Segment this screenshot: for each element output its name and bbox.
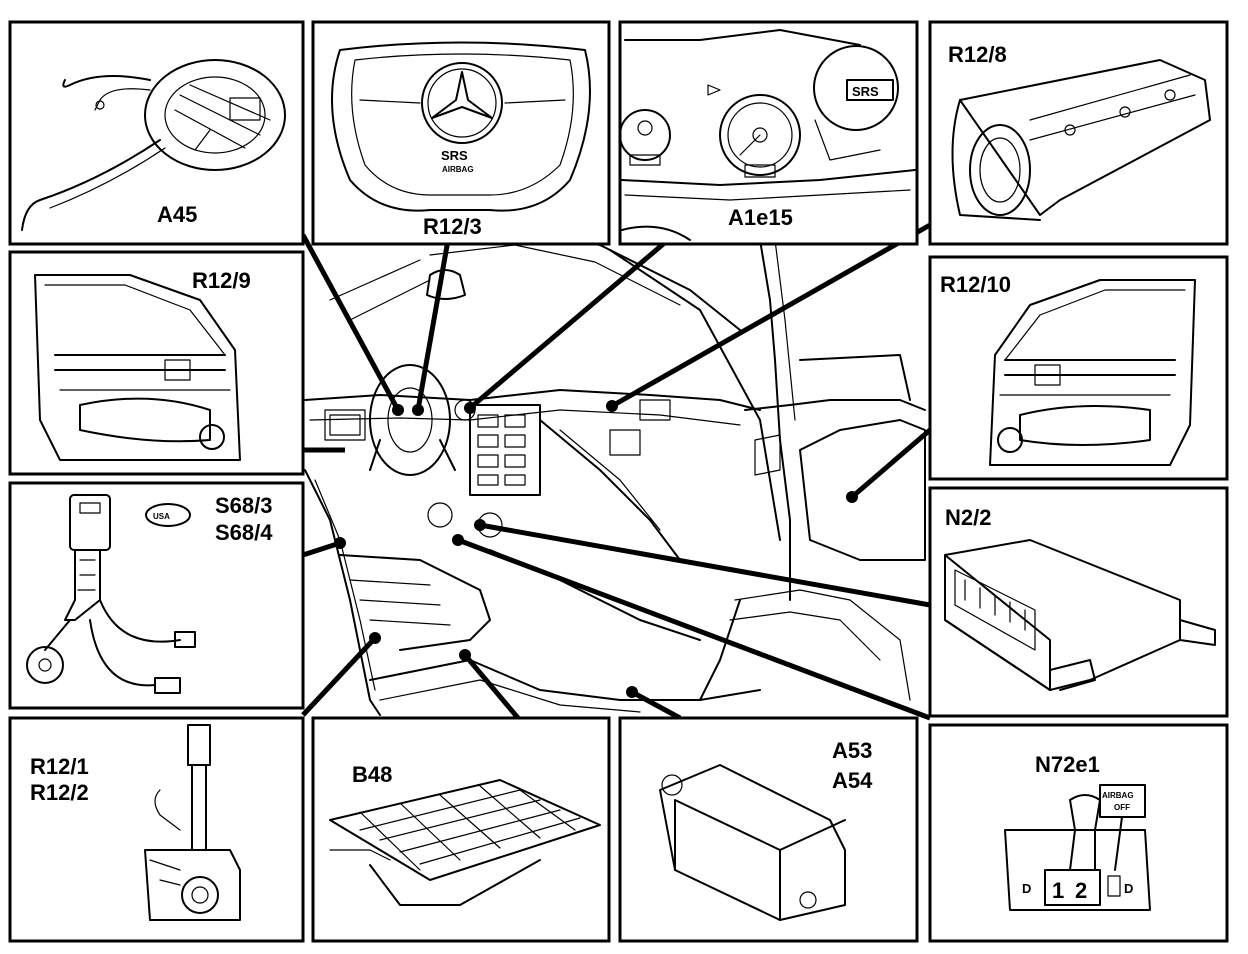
label-r12-8: R12/8: [948, 42, 1007, 67]
panel-a1e15: SRS A1e15: [618, 20, 919, 246]
airbag-off-marking-2: OFF: [1114, 803, 1130, 812]
a45-location-dot: [392, 404, 404, 416]
panel-r12-1: R12/1 R12/2: [8, 716, 305, 943]
leader-lines: [300, 222, 932, 721]
b48-location-dot: [459, 649, 471, 661]
panel-b48: B48: [311, 716, 611, 943]
panel-n2-2: N2/2: [928, 486, 1229, 718]
gear-2-marking: 2: [1075, 878, 1087, 903]
label-a45: A45: [157, 202, 197, 227]
label-a53: A53: [832, 738, 872, 763]
label-b48: B48: [352, 762, 392, 787]
gear-d-right-marking: D: [1124, 881, 1133, 896]
label-n2-2: N2/2: [945, 505, 991, 530]
panel-r12-9: R12/9: [8, 250, 305, 476]
r12-8-location-dot: [606, 400, 618, 412]
panel-r12-3: SRS AIRBAG R12/3: [311, 20, 611, 246]
label-s68-4: S68/4: [215, 520, 273, 545]
srs-marking: SRS: [441, 148, 468, 163]
label-r12-9: R12/9: [192, 268, 251, 293]
label-n72e1: N72e1: [1035, 752, 1100, 777]
a1e15-location-dot: [464, 402, 476, 414]
panel-r12-8: R12/8: [928, 20, 1229, 246]
usa-marking: USA: [153, 512, 170, 521]
label-r12-10: R12/10: [940, 272, 1011, 297]
label-a54: A54: [832, 768, 873, 793]
n72e1-location-dot: [452, 534, 464, 546]
airbag-marking: AIRBAG: [442, 165, 474, 174]
a53-location-dot: [626, 686, 638, 698]
n2-2-location-dot: [474, 519, 486, 531]
label-r12-3: R12/3: [423, 214, 482, 239]
label-a1e15: A1e15: [728, 205, 793, 230]
vehicle-interior-drawing: [304, 229, 926, 716]
gear-d-left-marking: D: [1022, 881, 1031, 896]
panel-n72e1: 1 2 D D AIRBAG OFF N72e1: [928, 723, 1229, 943]
cluster-srs-marking: SRS: [852, 84, 879, 99]
airbag-off-marking-1: AIRBAG: [1102, 791, 1134, 800]
r12-3-location-dot: [412, 404, 424, 416]
label-r12-1: R12/1: [30, 754, 89, 779]
panel-a53: A53 A54: [618, 716, 919, 943]
gear-1-marking: 1: [1052, 878, 1064, 903]
s68-location-dot: [334, 537, 346, 549]
r12-1-location-dot: [369, 632, 381, 644]
panel-r12-10: R12/10: [928, 255, 1229, 481]
panel-a45: A45: [8, 20, 305, 246]
r12-10-location-dot: [846, 491, 858, 503]
panel-s68: USA S68/3 S68/4: [8, 481, 305, 710]
label-s68-3: S68/3: [215, 493, 273, 518]
label-r12-2: R12/2: [30, 780, 89, 805]
